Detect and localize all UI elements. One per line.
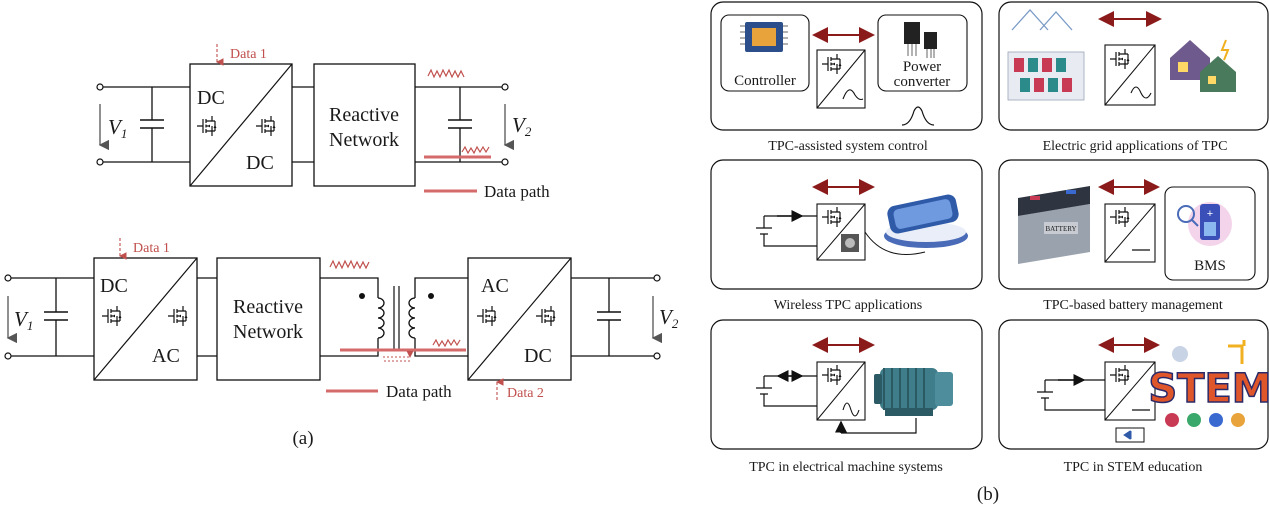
noise-signal-icon [432,338,461,348]
svg-text:STEM: STEM [1148,366,1269,412]
noise-signal-icon [329,259,370,270]
transistor-package-icon [904,22,937,58]
input-terminal-icon [96,158,104,166]
converter1-top-label: DC [100,275,128,297]
network-line1: Reactive [329,104,399,126]
card-machine [710,319,983,450]
controller-label: Controller [734,73,796,89]
input-terminal-icon [4,274,12,282]
output-terminal-icon [653,352,661,360]
dc-source-icon [1037,374,1105,411]
caption-wireless: Wireless TPC applications [774,298,923,313]
dc-source-icon [756,370,817,407]
svg-text:BATTERY: BATTERY [1045,225,1076,233]
input-terminal-icon [4,352,12,360]
card-wireless [710,159,983,290]
v2-label: V2 [512,113,532,139]
houses-icon [1170,39,1236,92]
output-terminal-icon [501,158,509,166]
dc-source-icon [756,210,817,247]
led-icon [1123,430,1132,440]
electric-motor-icon [874,368,953,416]
converter-bottom-label: DC [246,152,274,174]
input-terminal-icon [96,83,104,91]
panel-a-label: (a) [292,428,313,449]
v1-label: V1 [108,115,127,141]
converter-top-label: DC [197,87,225,109]
battery-icon: BATTERY [1018,186,1090,264]
converter1-bottom-label: AC [152,345,180,367]
output-capacitor-icon [597,278,621,356]
transformer-icon [320,277,468,357]
noise-signal-icon [427,68,465,79]
bms-label: BMS [1194,258,1226,274]
output-capacitor-icon [448,87,472,162]
microchip-icon [740,22,788,52]
data2-label: Data 2 [507,386,544,401]
network-line1: Reactive [233,296,303,318]
noise-signal-icon [461,145,490,155]
network-line2: Network [233,321,303,343]
card-electric-grid [998,1,1269,131]
data-path-legend-label: Data path [386,382,452,401]
svg-text:+: + [1207,208,1213,220]
v2-label: V2 [659,305,679,331]
caption-system-control: TPC-assisted system control [768,139,928,154]
reactive-network-block [216,257,321,381]
pulse-waveform-icon [901,106,935,126]
panel-b-label: (b) [977,484,999,505]
card-system-control: Controller Power converter [710,1,983,131]
caption-machine: TPC in electrical machine systems [749,460,943,475]
reactive-network-block [313,63,416,187]
wireless-charger-icon [864,194,968,255]
converter2-bottom-label: DC [524,345,552,367]
card-stem: STEM [998,319,1269,450]
bms-illustration-icon: + [1177,202,1232,246]
circuit-top: V1 DC DC Data 1 Reactive Network V2 Data… [96,44,550,201]
caption-battery: TPC-based battery management [1043,298,1223,313]
caption-stem: TPC in STEM education [1064,460,1203,475]
stem-logo-icon: STEM [1148,340,1269,440]
data-path-legend-label: Data path [484,182,550,201]
card-battery: BATTERY + BMS [998,159,1269,290]
converter2-top-label: AC [481,275,509,297]
data1-label: Data 1 [230,47,267,62]
v1-label: V1 [14,307,33,333]
input-capacitor-icon [44,278,68,356]
caption-electric-grid: Electric grid applications of TPC [1043,139,1228,154]
input-capacitor-icon [140,87,164,162]
data1-label: Data 1 [133,241,170,256]
converter-label: converter [894,74,951,90]
circuit-bottom: V1 DC AC Data 1 Reactive Network [4,238,679,401]
power-substation-icon [1007,9,1085,101]
output-terminal-icon [653,274,661,282]
output-terminal-icon [501,83,509,91]
network-line2: Network [329,129,399,151]
power-label: Power [903,59,941,75]
